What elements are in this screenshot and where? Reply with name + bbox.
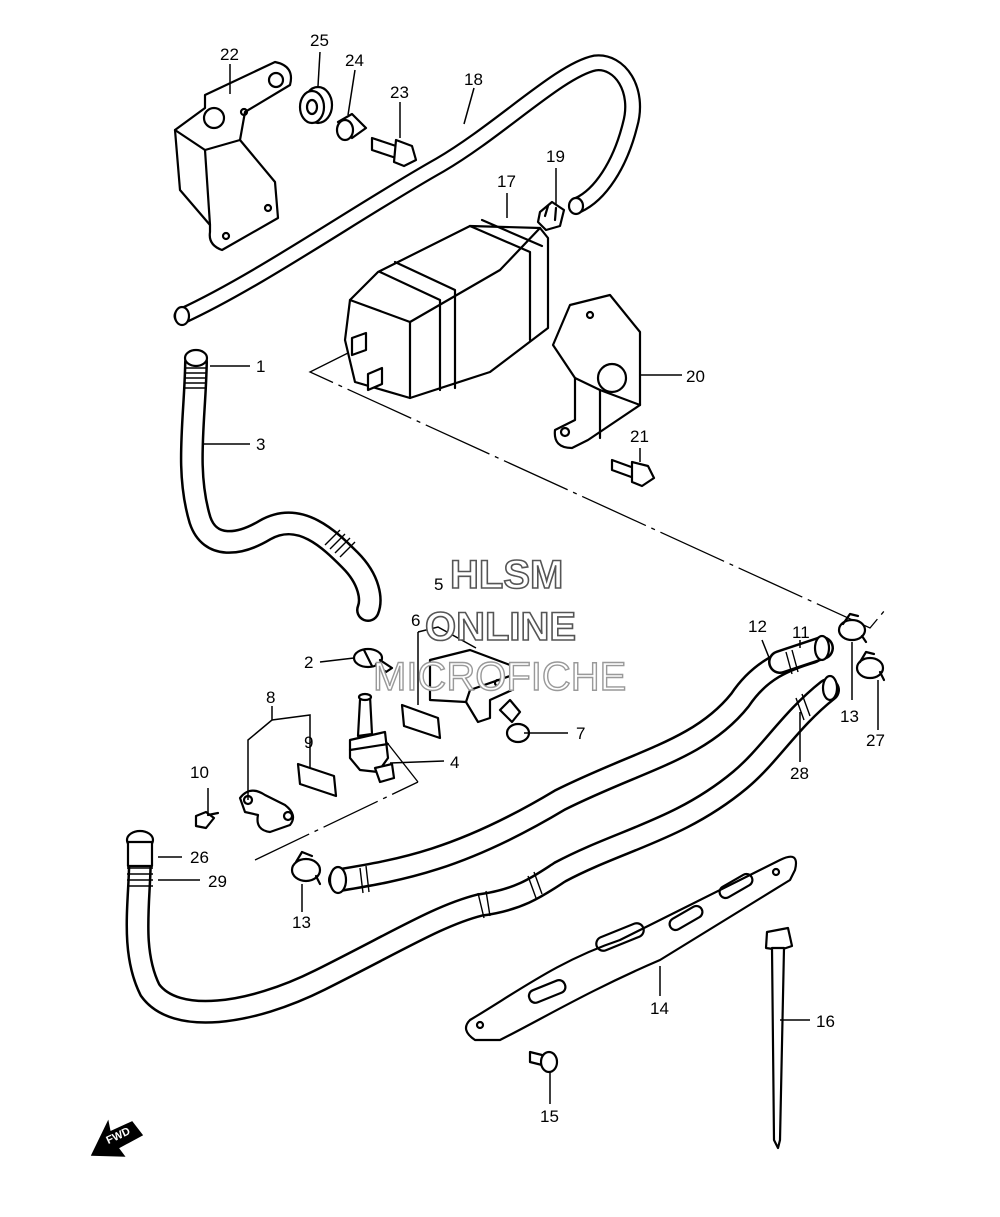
callout-24: 24 [345,51,364,70]
callout-12: 12 [748,617,767,636]
callout-27: 27 [866,731,885,750]
callout-7: 7 [576,724,585,743]
clip-19 [536,200,566,232]
callout-16: 16 [816,1012,835,1031]
grommet-25 [298,85,334,125]
callout-21: 21 [630,427,649,446]
callout-13-lower: 13 [292,913,311,932]
callout-26: 26 [190,848,209,867]
bracket-22 [173,60,293,252]
callout-11: 11 [792,623,810,642]
hose-3 [179,348,382,622]
hose-12 [328,640,824,895]
callout-28: 28 [790,764,809,783]
canister-17 [343,218,550,400]
assembly-lines-5-6 [417,626,477,705]
callout-13-right: 13 [840,707,859,726]
callout-2: 2 [304,653,313,672]
bracket-5 [428,648,514,724]
screw-10 [194,810,220,830]
collar-24 [335,112,368,142]
callout-10: 10 [190,763,209,782]
callout-3: 3 [256,435,265,454]
clamp-27 [855,650,886,682]
watermark-line1: HLSM [450,553,563,597]
clamp-13-lower [290,850,322,886]
hose-11 [768,634,834,675]
callout-15: 15 [540,1107,559,1126]
callout-8: 8 [266,688,275,707]
callout-20: 20 [686,367,705,386]
bolt-21 [610,458,656,488]
leader-lines [158,51,879,1104]
callout-6: 6 [411,611,420,630]
callouts: 1 2 3 4 5 6 7 8 9 10 11 12 13 13 14 15 1… [190,31,885,1126]
callout-29: 29 [208,872,227,891]
callout-18: 18 [464,70,483,89]
watermark-line3: MICROFICHE [373,655,626,699]
valve-4 [348,692,396,784]
bolt-23 [370,136,418,168]
callout-25: 25 [310,31,329,50]
callout-5: 5 [434,575,443,594]
hose-28 [795,674,839,721]
screw-15 [528,1050,559,1074]
clamp-13-right [837,612,868,644]
pad-6 [400,703,442,740]
callout-4: 4 [450,753,459,772]
plate-14 [464,855,798,1042]
cable-tie-16 [764,926,794,1150]
callout-1: 1 [256,357,265,376]
callout-14: 14 [650,999,669,1018]
callout-9: 9 [304,733,313,752]
callout-22: 22 [220,45,239,64]
pad-9 [296,762,338,798]
clamp-bracket-8 [238,789,295,834]
assembly-lines [254,351,886,861]
callout-23: 23 [390,83,409,102]
fwd-arrow: FWD [90,1119,144,1157]
bolt-7 [498,698,531,744]
bracket-20 [551,293,642,450]
callout-19: 19 [546,147,565,166]
hose-18 [173,54,642,327]
watermark-line2: ONLINE [425,605,576,649]
callout-17: 17 [497,172,516,191]
watermark: HLSM ONLINE MICROFICHE [372,552,627,700]
hose-29 [125,678,840,1024]
